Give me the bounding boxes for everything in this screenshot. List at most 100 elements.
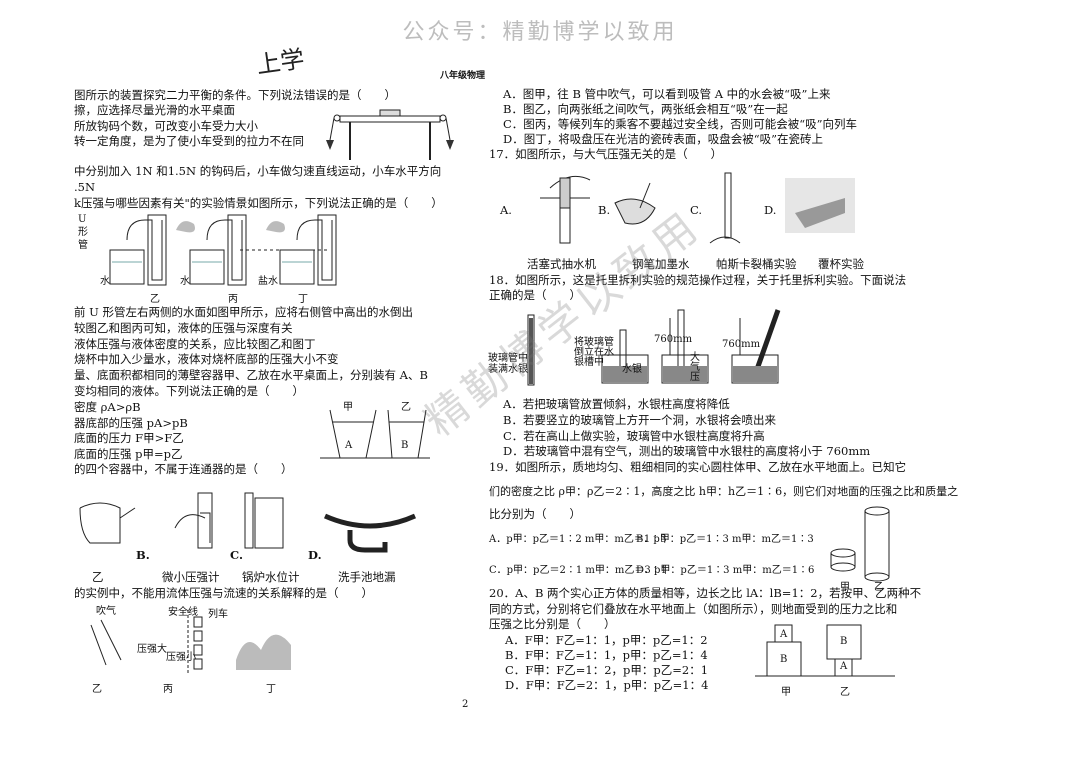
connector-devices-figure [79,492,417,553]
liquid-pressure-figure [109,214,337,286]
cube-label-jia: 甲 [781,687,791,698]
opt-letter-c: C. [230,548,243,562]
container-label-jia: 甲 [343,402,353,413]
device-label-boiler: 锅炉水位计 [242,570,300,584]
handwritten-mark: 上学 [254,44,307,80]
left-opt: 底面的压强 p甲=p乙 [74,447,183,461]
q19-opt-a: A．p甲：p乙＝1∶2 m甲：m乙＝1∶3 [489,534,667,545]
left-q15-stem: 图所示的装置探究二力平衡的条件。下列说法错误的是（ ） [74,88,396,102]
device-label-drain: 洗手池地漏 [338,570,396,584]
torricelli-label-mercury: 水银 [622,364,642,375]
q18-opt-a: A．若把玻璃管放置倾斜，水银柱高度将降低 [503,397,730,411]
torricelli-label-tube: 装满水银 [488,364,528,375]
q17-letter-d: D. [764,203,777,217]
left-q-pressure-stem: k压强与哪些因素有关"的实验情景如图所示，下列说法正确的是（ ） [74,196,443,210]
q20-opt-c: C．F甲：F乙=1：2，p甲：p乙=2：1 [505,663,709,677]
fig-label-high-pressure: 压强大 [137,644,167,655]
torricelli-label-invert: 将玻璃管 [574,337,614,348]
cylinder-label-yi: 乙 [874,582,884,593]
left-q15-opt: 转一定角度，是为了使小车受到的拉力不在同 [74,134,304,148]
fluid-flow-figure [90,610,291,675]
q17-caption-b: 钢笔加墨水 [632,257,690,271]
fig-label-safety-line: 安全线 [168,607,198,618]
left-q-container-stem: 量、底面积都相同的薄壁容器甲、乙放在水平桌面上，分别装有 A、B [74,368,428,382]
left-opt: 前 U 形管左右两侧的水面如图甲所示，应将右侧管中高出的水倒出 [74,305,413,319]
q16-opt-b: B．图乙，向两张纸之间吹气，两张纸会相互“吸”在一起 [503,102,788,116]
fig-label-ding: 丁 [298,294,308,305]
fig-label-water: 水 [100,276,110,287]
left-opt: 液体压强与液体密度的关系，应比较图乙和图丁 [74,337,316,351]
q18-stem: 18．如图所示，这是托里拆利实验的规范操作过程，关于托里拆利实验。下面说法 [489,273,907,287]
fig-label-train: 列车 [208,609,228,620]
left-q15-opt: 擦，应选择尽量光滑的水平桌面 [74,103,235,117]
q19-stem: 们的密度之比 ρ甲：ρ乙＝2∶1，高度之比 h甲：h乙＝1∶6，则它们对地面的压… [489,485,959,498]
q16-opt-d: D．图丁，将吸盘压在光洁的瓷砖表面，吸盘会被“吸”在瓷砖上 [503,132,823,146]
q20-stem: 20．A、B 两个实心正方体的质量相等，边长之比 lA：lB=1：2，若按甲、乙… [489,586,922,600]
containers-figure [320,409,430,459]
left-q-container-stem: 变均相同的液体。下列说法正确的是（ ） [74,384,304,398]
fig-label-water: 水 [180,276,190,287]
device-partial-label: 乙 [92,570,104,584]
header-subject: 八年级物理 [440,71,486,81]
q20-stem: 同的方式，分别将它们叠放在水平地面上（如图所示），则地面受到的压力之比和 [489,602,898,616]
q18-opt-d: D．若玻璃管中混有空气，测出的玻璃管中水银柱的高度将小于 760mm [503,444,871,458]
u-tube-label: U [78,214,87,225]
left-opt: 密度 ρA>ρB [74,400,141,414]
torricelli-label-invert: 倒立在水 [574,347,614,358]
torricelli-label-atm: 气 [690,362,700,373]
u-tube-label: 形 [78,227,88,238]
u-tube-label: 管 [78,240,88,251]
cylinders-figure [830,506,890,582]
q19-opt-c: C．p甲：p乙＝2∶1 m甲：m乙＝3∶1 [489,565,668,576]
fig-label-low-pressure: 压强小 [166,652,196,663]
q17-caption-a: 活塞式抽水机 [527,257,596,271]
torricelli-label-atm: 大 [690,352,700,363]
q17-stem: 17．如图所示，与大气压强无关的是（ ） [489,147,723,161]
watermark-top: 公众号：精勤博学以致用 [402,20,678,45]
q18-opt-c: C．若在高山上做实验，玻璃管中水银柱高度将升高 [503,429,765,443]
q17-caption-d: 覆杯实验 [818,257,864,271]
container-label-B: B [401,440,409,451]
opt-letter-b: B. [136,548,150,562]
q19-opt-b: B．p甲：p乙＝1∶3 m甲：m乙＝1∶3 [636,534,814,545]
torricelli-label-760: 760mm [654,334,693,345]
left-q16-stem: 的实例中，不能用流体压强与流速的关系解释的是（ ） [74,586,373,600]
balance-apparatus-figure [326,109,454,160]
fig-label-yi: 乙 [150,294,160,305]
torricelli-figure [527,309,781,386]
page-number: 2 [462,699,469,710]
q16-opt-c: C．图丙，等候列车的乘客不要越过安全线，否则可能会被“吸”向列车 [503,117,858,131]
q20-stem: 压强之比分别是（ ） [489,617,616,631]
torricelli-label-invert: 银槽中 [574,357,604,368]
torricelli-label-760: 760mm [722,339,761,350]
fig-label-blow: 吹气 [96,606,116,617]
torricelli-label-atm: 压 [690,372,700,383]
fig-label-yi: 乙 [92,684,102,695]
left-opt: 烧杯中加入少量水，液体对烧杯底部的压强大小不变 [74,352,339,366]
q17-letter-b: B. [598,203,611,217]
q18-stem: 正确的是（ ） [489,288,581,302]
cube-label-A-jia: A [780,629,788,640]
container-label-A: A [345,440,353,451]
q16-opt-a: A．图甲，往 B 管中吹气，可以看到吸管 A 中的水会被“吸”上来 [503,87,831,101]
stacked-cubes-figure [755,624,895,677]
q20-opt-a: A．F甲：F乙=1：1，p甲：p乙=1：2 [505,633,708,647]
cube-label-yi: 乙 [840,687,850,698]
torricelli-label-tube: 玻璃管中 [488,353,528,364]
left-q15-opt: .5N [74,180,96,194]
device-label-gauge: 微小压强计 [162,570,220,584]
q20-opt-d: D．F甲：F乙=2：1，p甲：p乙=1：4 [505,678,709,692]
q19-stem: 比分别为（ ） [489,507,581,521]
q17-letter-a: A. [500,203,512,217]
cube-label-B-jia: B [780,654,788,665]
left-opt: 较图乙和图丙可知，液体的压强与深度有关 [74,321,293,335]
cylinder-label-jia: 甲 [840,582,850,593]
q20-opt-b: B．F甲：F乙=1：1，p甲：p乙=1：4 [505,648,708,662]
q18-opt-b: B．若要竖立的玻璃管上方开一个洞，水银将会喷出来 [503,413,776,427]
left-q15-opt: 所放钩码个数，可改变小车受力大小 [74,119,258,133]
opt-letter-d: D. [308,548,322,562]
cube-label-B-yi: B [840,636,848,647]
left-opt: 底面的压力 F甲>F乙 [74,431,184,445]
left-q15-opt: 中分别加入 1N 和1.5N 的钩码后，小车做匀速直线运动，小车水平方向 [74,164,442,178]
q19-stem: 19．如图所示，质地均匀、粗细相同的实心圆柱体甲、乙放在水平地面上。已知它 [489,460,907,474]
